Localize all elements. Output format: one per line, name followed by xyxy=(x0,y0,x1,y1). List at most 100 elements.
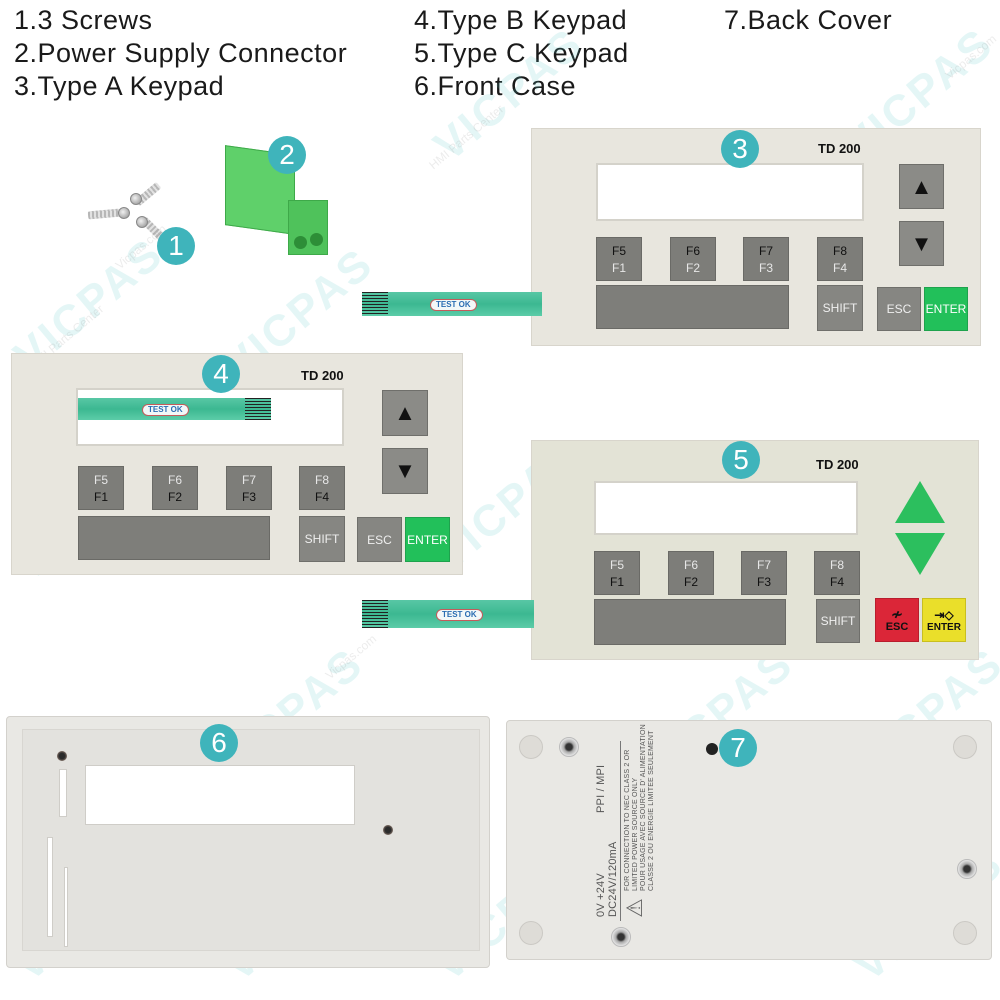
power-rating: DC24V/120mA xyxy=(607,841,619,917)
test-ok-label: TEST OK xyxy=(430,299,477,311)
esc-key[interactable]: ≁ ESC xyxy=(875,598,919,642)
part-badge-3: 3 xyxy=(721,130,759,168)
legend-item-type-b-keypad: 4.Type B Keypad xyxy=(414,5,628,35)
lcd-window xyxy=(596,163,864,221)
test-ok-label: TEST OK xyxy=(436,609,483,621)
up-arrow-key[interactable] xyxy=(895,481,945,523)
part-badge-6: 6 xyxy=(200,724,238,762)
warning-text-fr: POUR USAGE AVEC SOURCE D' ALIMENTATION xyxy=(640,724,647,891)
enter-key[interactable]: ENTER xyxy=(924,287,968,331)
down-arrow-key[interactable]: ▼ xyxy=(382,448,428,494)
legend-item-type-a-keypad: 3.Type A Keypad xyxy=(14,71,225,101)
down-arrow-key[interactable] xyxy=(895,533,945,575)
mounting-hole xyxy=(706,743,718,755)
watermark-site: Vicpas.com xyxy=(942,31,1000,83)
legend-item-power-connector: 2.Power Supply Connector xyxy=(14,38,348,68)
connector-plug xyxy=(288,200,328,255)
connector-terminal-hole xyxy=(310,233,323,246)
legend-column-2: 4.Type B Keypad 5.Type C Keypad 6.Front … xyxy=(414,4,629,103)
legend-item-front-case: 6.Front Case xyxy=(414,71,577,101)
part-badge-5: 5 xyxy=(722,441,760,479)
rubber-foot xyxy=(519,921,543,945)
slot xyxy=(59,769,67,817)
warning-text-fr: CLASSE 2 OU ENERGIE LIMITEE SEULEMENT xyxy=(648,730,655,891)
rubber-foot xyxy=(953,735,977,759)
screw-hole xyxy=(611,927,631,947)
part-badge-7: 7 xyxy=(719,729,757,767)
warning-text-en: FOR CONNECTION TO NEC CLASS 2 OR xyxy=(624,749,631,892)
watermark-tagline: HMI Parts Center xyxy=(426,101,507,173)
rubber-foot xyxy=(519,735,543,759)
legend-item-back-cover: 7.Back Cover xyxy=(724,5,893,35)
up-arrow-key[interactable]: ▲ xyxy=(382,390,428,436)
screw-hole xyxy=(559,737,579,757)
model-label: TD 200 xyxy=(301,368,344,383)
part-badge-4: 4 xyxy=(202,355,240,393)
front-case xyxy=(6,716,490,968)
back-cover: PPI / MPI 0V +24V DC24V/120mA FOR CONNEC… xyxy=(506,720,992,960)
esc-key[interactable]: ESC xyxy=(877,287,921,331)
esc-key[interactable]: ESC xyxy=(357,517,402,562)
legend-column-1: 1.3 Screws 2.Power Supply Connector 3.Ty… xyxy=(14,4,347,103)
flex-cable-contacts xyxy=(362,292,388,316)
shift-key[interactable]: SHIFT xyxy=(299,516,345,562)
connector-terminal-hole xyxy=(294,236,307,249)
legend-item-type-c-keypad: 5.Type C Keypad xyxy=(414,38,629,68)
slot xyxy=(64,867,68,947)
down-arrow-key[interactable]: ▼ xyxy=(899,221,944,266)
front-case-face xyxy=(22,729,480,951)
test-ok-label: TEST OK xyxy=(142,404,189,416)
screw xyxy=(87,208,121,220)
screw-head xyxy=(136,216,148,228)
label-strip xyxy=(596,285,789,329)
display-cutout xyxy=(85,765,355,825)
warning-icon: ⚠ xyxy=(621,898,647,918)
part-badge-1: 1 xyxy=(157,227,195,265)
mounting-hole xyxy=(383,825,393,835)
flex-cable-contacts xyxy=(362,600,388,628)
up-arrow-key[interactable]: ▲ xyxy=(899,164,944,209)
rubber-foot xyxy=(953,921,977,945)
part-badge-2: 2 xyxy=(268,136,306,174)
label-strip xyxy=(78,516,270,560)
port-label: PPI / MPI xyxy=(595,764,607,813)
shift-key[interactable]: SHIFT xyxy=(817,285,863,331)
shift-key[interactable]: SHIFT xyxy=(816,599,860,643)
power-label: 0V +24V xyxy=(595,873,607,917)
screw-head xyxy=(118,207,130,219)
esc-icon: ≁ xyxy=(891,606,903,622)
flex-cable: TEST OK xyxy=(362,600,534,628)
flex-cable: TEST OK xyxy=(78,398,271,420)
flex-cable: TEST OK xyxy=(362,292,542,316)
legend-item-screws: 1.3 Screws xyxy=(14,5,153,35)
label-divider xyxy=(620,741,621,921)
warning-text-en: LIMITED POWER SOURCE ONLY xyxy=(632,777,639,891)
screw-hole xyxy=(957,859,977,879)
enter-key[interactable]: ENTER xyxy=(405,517,450,562)
model-label: TD 200 xyxy=(816,457,859,472)
model-label: TD 200 xyxy=(818,141,861,156)
label-strip xyxy=(594,599,786,645)
watermark-site: Vicpas.com xyxy=(322,631,380,683)
slot xyxy=(47,837,53,937)
flex-cable-contacts xyxy=(245,398,271,420)
screw-head xyxy=(130,193,142,205)
enter-icon: ⇥◇ xyxy=(934,607,954,622)
lcd-window xyxy=(594,481,858,535)
enter-key[interactable]: ⇥◇ ENTER xyxy=(922,598,966,642)
